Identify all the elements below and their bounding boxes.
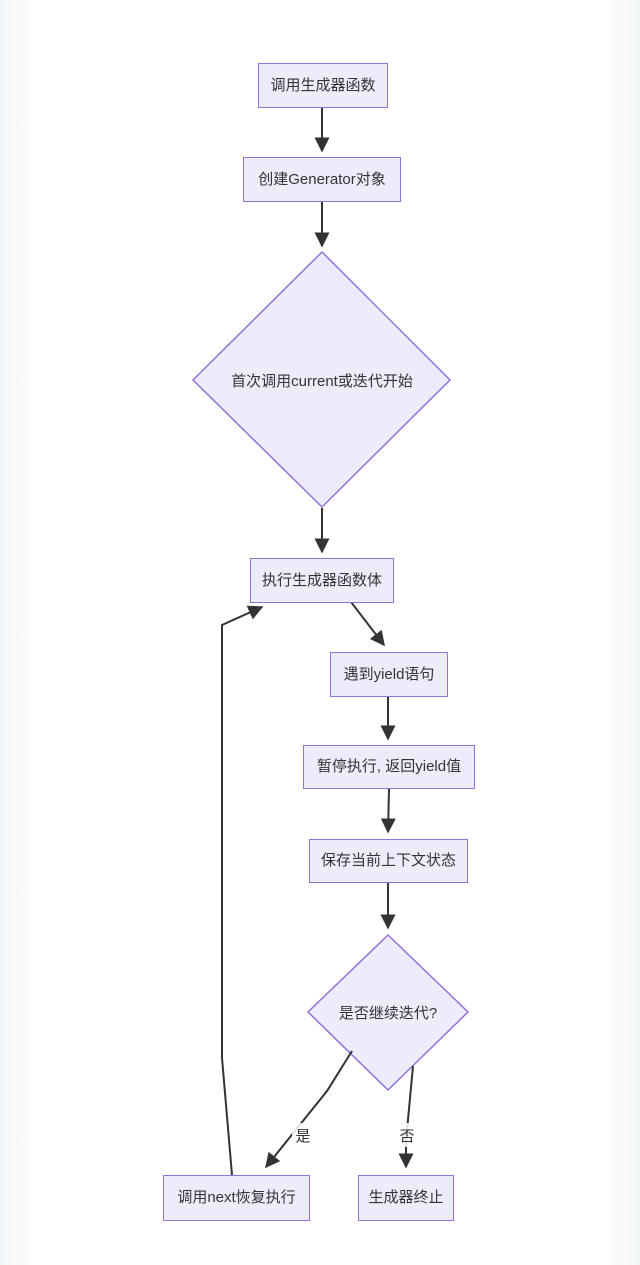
node-yield-stmt: 遇到yield语句 [330,652,448,697]
decision-first-call-label: 首次调用current或迭代开始 [231,372,413,390]
node-save-context: 保存当前上下文状态 [309,839,468,883]
decision-continue-iter-label: 是否继续迭代? [338,1004,438,1022]
edge-label-no: 否 [396,1123,418,1147]
node-terminate: 生成器终止 [358,1175,454,1221]
left-gutter [0,0,30,1265]
node-pause-return: 暂停执行, 返回yield值 [303,745,475,789]
decision-first-call-diamond [191,250,452,509]
node-create-object: 创建Generator对象 [243,157,401,202]
node-call-next: 调用next恢复执行 [163,1175,310,1221]
node-exec-body: 执行生成器函数体 [250,558,394,603]
edge-exec-body-to-yield-stmt [350,601,385,647]
edge-call-next-loop-to-exec-body [221,605,264,1176]
edge-continue-iter-yes-to-call-next [265,1050,353,1169]
edge-pause-return-to-save-context [380,788,396,834]
edge-label-yes: 是 [292,1123,314,1147]
edge-continue-iter-no-to-terminate [398,1065,414,1169]
right-gutter [610,0,640,1265]
node-call-generator: 调用生成器函数 [258,63,388,108]
decision-continue-iter-diamond [306,933,470,1092]
